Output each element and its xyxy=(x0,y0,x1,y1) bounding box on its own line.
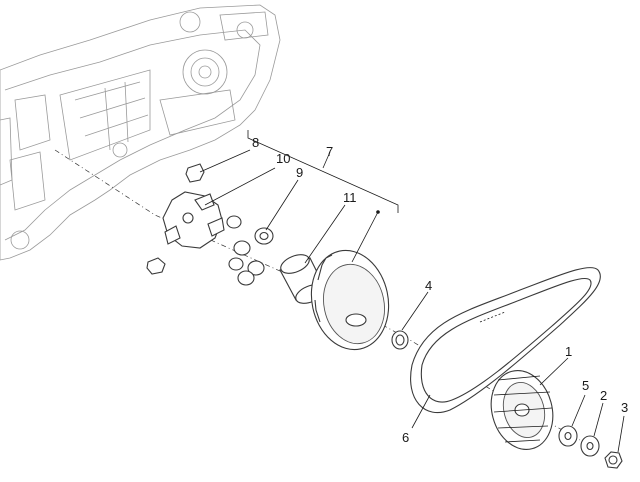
callout-8: 8 xyxy=(252,135,259,150)
crankcase-housing xyxy=(0,4,281,261)
callout-11: 11 xyxy=(343,190,357,205)
callout-4: 4 xyxy=(425,278,432,293)
callout-3: 3 xyxy=(621,400,628,415)
callout-7: 7 xyxy=(326,144,333,159)
part-4-spacer xyxy=(391,291,429,350)
callout-5: 5 xyxy=(582,378,589,393)
callout-2: 2 xyxy=(600,388,607,403)
part-2-washer xyxy=(580,402,604,457)
part-7-half-pulley xyxy=(310,210,390,351)
part-5-washer xyxy=(558,394,586,447)
callout-9: 9 xyxy=(296,165,303,180)
callout-1: 1 xyxy=(565,344,572,359)
callout-10: 10 xyxy=(276,151,290,166)
part-8-slider xyxy=(185,149,251,183)
part-1-fan-pulley xyxy=(490,357,569,450)
part-6-drive-belt xyxy=(410,267,601,429)
group-7-bracket xyxy=(247,130,399,213)
part-3-nut xyxy=(604,415,625,469)
part-9-rollers xyxy=(226,179,299,286)
part-10-ramp-plate xyxy=(146,167,276,275)
callout-6: 6 xyxy=(402,430,409,445)
